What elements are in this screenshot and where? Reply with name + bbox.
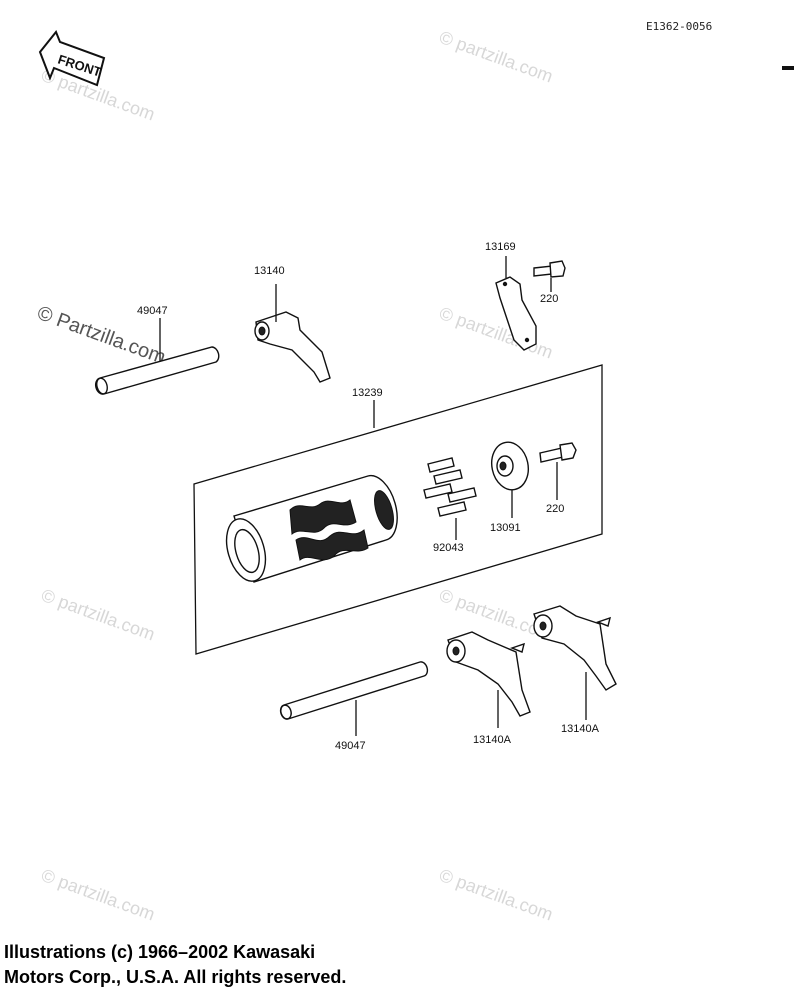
watermark: © partzilla.com	[437, 865, 556, 925]
copyright-line-2: Motors Corp., U.S.A. All rights reserved…	[4, 967, 347, 987]
watermark: © partzilla.com	[39, 865, 158, 925]
watermark: © partzilla.com	[437, 303, 556, 363]
watermark-layer: © partzilla.com © partzilla.com © partzi…	[34, 27, 555, 925]
bolt-lower: 220	[539, 442, 577, 515]
front-arrow-icon: FRONT	[38, 30, 106, 87]
drawing-code: E1362-0056	[646, 20, 712, 33]
edge-mark	[782, 66, 794, 70]
label-pins: 92043	[433, 542, 464, 554]
shift-fork-a1: 13140A	[446, 631, 531, 746]
copyright-line-1: Illustrations (c) 1966–2002 Kawasaki	[4, 942, 316, 962]
drum-plate: 13091	[490, 441, 530, 534]
watermark: © partzilla.com	[437, 27, 556, 87]
label-drum-assembly: 13239	[352, 387, 383, 399]
shift-fork-upper: 13140	[254, 265, 331, 383]
label-shift-fork-a2: 13140A	[561, 723, 600, 735]
pins: 92043	[423, 457, 477, 554]
copyright-notice: Illustrations (c) 1966–2002 Kawasaki Mot…	[4, 940, 564, 990]
shift-drum	[225, 474, 398, 583]
shift-rod-lower: 49047	[279, 661, 429, 752]
label-shift-rod-lower: 49047	[335, 740, 366, 752]
label-bolt-lower: 220	[546, 503, 564, 515]
watermark: © partzilla.com	[39, 585, 158, 645]
drum-assembly-box: 13239	[193, 364, 603, 655]
guide-plate: 13169	[485, 241, 537, 351]
bolt-upper: 220	[533, 260, 566, 305]
shift-rod-upper: 49047	[94, 305, 220, 395]
label-shift-fork-a1: 13140A	[473, 734, 512, 746]
label-bolt-upper: 220	[540, 293, 558, 305]
label-drum-plate: 13091	[490, 522, 521, 534]
label-shift-fork-upper: 13140	[254, 265, 285, 277]
label-guide-plate: 13169	[485, 241, 516, 253]
shift-fork-a2: 13140A	[533, 605, 617, 735]
label-shift-rod-upper: 49047	[137, 305, 168, 317]
